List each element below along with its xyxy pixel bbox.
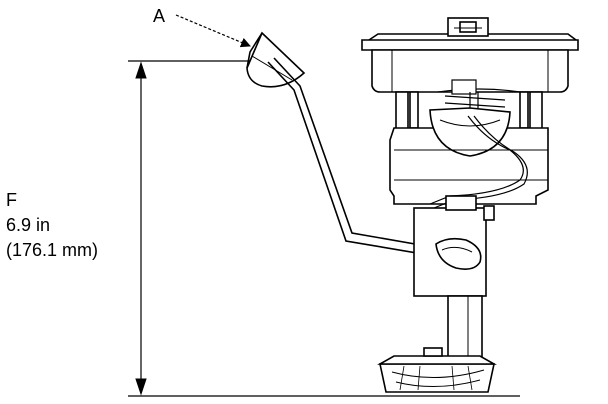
dimension-imperial: 6.9 in xyxy=(6,215,50,235)
sender-unit xyxy=(413,195,495,297)
spring xyxy=(437,79,521,120)
dimension-arrow-bottom xyxy=(135,378,147,396)
pump-flange xyxy=(361,17,579,93)
wiring xyxy=(429,115,528,209)
dimension-indicator xyxy=(128,60,520,397)
dimension-metric: (176.1 mm) xyxy=(6,240,98,260)
reservoir-stem xyxy=(447,295,483,359)
dimension-letter: F xyxy=(6,190,17,210)
dimension-arrow-top xyxy=(135,61,147,79)
pump-body xyxy=(389,107,549,205)
float-arm xyxy=(267,57,473,263)
strainer xyxy=(376,347,498,393)
callout-label-a: A xyxy=(153,6,165,26)
callout-leader xyxy=(175,14,251,48)
